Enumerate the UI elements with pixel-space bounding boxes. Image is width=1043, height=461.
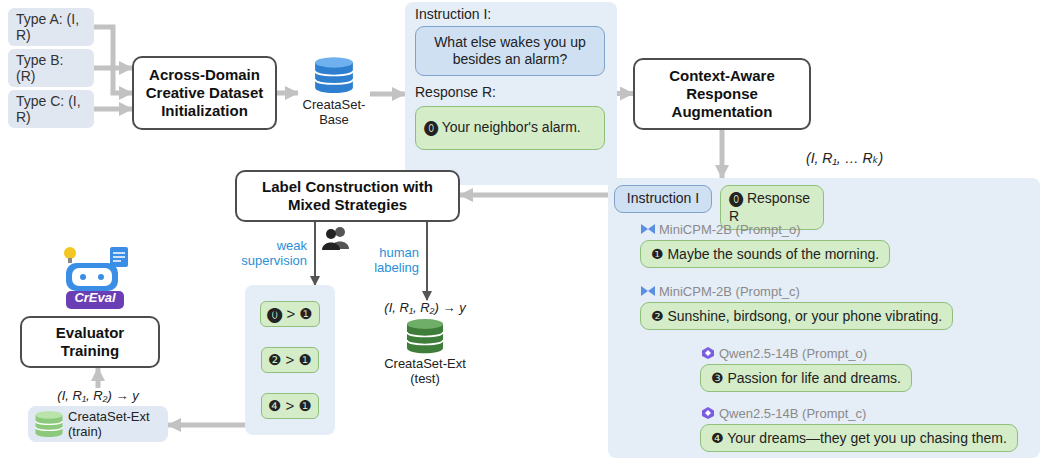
flow-arrow — [460, 193, 608, 198]
flow-arrow — [94, 27, 132, 93]
branch-arrow — [426, 222, 428, 300]
instruction-box: Instruction I — [614, 185, 712, 213]
generated-response: MiniCPM-2B (Prompt_c) ❷ Sunshine, birdson… — [640, 282, 1000, 330]
dataset-name: CreataSet-Ext (train) — [68, 409, 162, 439]
formula: (I, R₁, R₂) → y — [57, 388, 138, 403]
model-name: MiniCPM-2B (Prompt_c) — [659, 284, 800, 299]
branch-label: human labeling — [351, 246, 419, 276]
model-logo — [700, 346, 716, 360]
dataset-node: CreataSet-Base — [298, 56, 370, 132]
robot-name: CrEval — [74, 290, 115, 305]
model-name: MiniCPM-2B (Prompt_o) — [659, 222, 801, 237]
branch-label: weak supervision — [239, 239, 307, 269]
response-text: ❸ Passion for life and dreams. — [700, 364, 912, 392]
node-text: ⓿ Response R — [729, 190, 815, 225]
type-box: Type A: (I, R) — [8, 8, 94, 46]
panel-heading: Instruction I: — [415, 6, 491, 22]
flow-arrow — [96, 368, 101, 388]
model-label: Qwen2.5-14B (Prompt_c) — [700, 404, 1036, 422]
dataset-node: (I, R₁, R₂) → y CreataSet-Ext (train) — [28, 388, 168, 456]
response-text: ❶ Maybe the sounds of the morning. — [640, 240, 890, 268]
preference-pair: ⓿ > ❶ — [260, 301, 320, 327]
response-text: ❹ Your dreams—they get you up chasing th… — [700, 424, 1018, 452]
augmentation-panel: Instruction I⓿ Response RMiniCPM-2B (Pro… — [608, 178, 1040, 458]
preference-panel: ⓿ > ❶ ❷ > ❶ ❹ > ❶ — [245, 285, 335, 435]
dataset-row: CreataSet-Ext (train) — [28, 406, 168, 442]
type-box: Type C: (I, R) — [8, 90, 94, 128]
flow-arrow — [617, 91, 633, 96]
dataset-name: CreataSet-Base — [298, 97, 370, 127]
model-logo — [640, 284, 656, 298]
database-icon — [313, 56, 355, 94]
process-box: Label Construction with Mixed Strategies — [235, 170, 460, 222]
response-text: ❷ Sunshine, birdsong, or your phone vibr… — [640, 302, 953, 330]
node-text: Evaluator Training — [30, 324, 150, 360]
process-box: Context-Aware Response Augmentation — [633, 58, 811, 130]
data-format-label: (I, R₁, … Rₖ) — [806, 150, 883, 166]
node-text: Context-Aware Response Augmentation — [643, 67, 801, 121]
node-text: Across-Domain Creative Dataset Initializ… — [142, 66, 267, 120]
database-icon — [34, 410, 64, 438]
panel-heading: Response R: — [415, 84, 496, 100]
model-label: Qwen2.5-14B (Prompt_o) — [700, 344, 1020, 362]
preference-pair: ❹ > ❶ — [261, 393, 319, 419]
node-text: ⓿ Your neighbor's alarm. — [424, 119, 581, 137]
process-box: Evaluator Training — [20, 316, 160, 368]
formula: (I, R₁, R₂) → y — [384, 300, 465, 315]
model-label: MiniCPM-2B (Prompt_c) — [640, 282, 1000, 300]
database-icon — [405, 318, 445, 354]
node-text: Label Construction with Mixed Strategies — [245, 178, 450, 214]
flow-arrow — [168, 423, 245, 428]
example-panel: Instruction I: Response R: What else wakes… — [405, 2, 617, 185]
preference-pair: ❷ > ❶ — [261, 347, 319, 373]
flow-arrow — [720, 130, 725, 178]
node-text: Type A: (I, R) — [16, 11, 86, 43]
model-logo — [640, 222, 656, 236]
human-icon — [322, 226, 350, 250]
generated-response: MiniCPM-2B (Prompt_o) ❶ Maybe the sounds … — [640, 220, 970, 268]
model-name: Qwen2.5-14B (Prompt_c) — [719, 406, 866, 421]
flow-arrow — [94, 107, 132, 112]
model-name: Qwen2.5-14B (Prompt_o) — [719, 346, 867, 361]
instruction-box: What else wakes you up besides an alarm? — [415, 26, 605, 76]
dataset-node: (I, R₁, R₂) → y CreataSet-Ext (test) — [372, 300, 478, 400]
robot-icon: CrEval — [58, 245, 132, 309]
generated-response: Qwen2.5-14B (Prompt_o) ❸ Passion for life… — [700, 344, 1020, 392]
node-text: Type C: (I, R) — [16, 93, 86, 125]
branch-arrow — [314, 222, 316, 285]
flow-arrow — [94, 66, 132, 71]
node-text: What else wakes you up besides an alarm? — [424, 34, 596, 69]
flow-arrow — [277, 91, 298, 96]
model-logo — [700, 406, 716, 420]
response-box: ⓿ Your neighbor's alarm. — [415, 106, 605, 150]
flow-arrow — [370, 92, 405, 97]
dataset-name: CreataSet-Ext (test) — [372, 356, 478, 386]
node-text: Instruction I — [627, 190, 699, 208]
model-label: MiniCPM-2B (Prompt_o) — [640, 220, 970, 238]
process-box: Across-Domain Creative Dataset Initializ… — [132, 56, 277, 130]
node-text: Type B: (R) — [16, 52, 86, 84]
generated-response: Qwen2.5-14B (Prompt_c) ❹ Your dreams—they… — [700, 404, 1036, 452]
type-box: Type B: (R) — [8, 49, 94, 87]
